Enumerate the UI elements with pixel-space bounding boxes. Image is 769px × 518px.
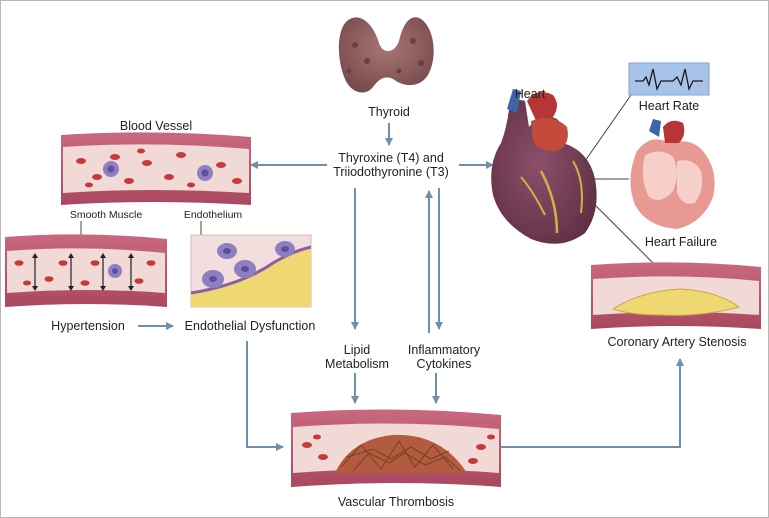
heart-illustration xyxy=(491,89,597,244)
hypertension-label: Hypertension xyxy=(51,319,125,333)
heart-callout-lines xyxy=(584,94,658,268)
inflammatory-label-line1: Inflammatory xyxy=(407,343,481,357)
hypertension-vessel-illustration xyxy=(5,234,167,307)
thyroid-illustration xyxy=(338,17,434,93)
blood-vessel-label: Blood Vessel xyxy=(119,119,193,133)
endothelial-dysfunction-label: Endothelial Dysfunction xyxy=(184,319,316,333)
coronary-stenosis-vessel-illustration xyxy=(591,262,761,329)
blood-vessel-illustration xyxy=(61,132,251,205)
hormones-label-line1: Thyroxine (T4) and xyxy=(338,151,444,165)
hormones-label-line2: Triiodothyronine (T3) xyxy=(333,165,449,179)
thrombosis-vessel-illustration xyxy=(291,409,501,487)
arrow-dysfunction-to-thrombosis xyxy=(246,341,284,451)
arrow-thrombosis-to-stenosis xyxy=(501,358,684,448)
smooth-muscle-label: Smooth Muscle xyxy=(69,209,143,221)
heart-failure-label: Heart Failure xyxy=(644,235,718,249)
lipid-metabolism-label: Lipid Metabolism xyxy=(323,343,391,371)
heart-failure-illustration xyxy=(630,119,715,229)
thyroid-label: Thyroid xyxy=(368,105,410,119)
endothelium-label: Endothelium xyxy=(183,209,243,221)
lipid-label-line2: Metabolism xyxy=(325,357,389,371)
flow-arrows xyxy=(138,123,684,451)
vascular-thrombosis-label: Vascular Thrombosis xyxy=(337,495,455,509)
coronary-stenosis-label: Coronary Artery Stenosis xyxy=(607,335,747,349)
heart-rate-label: Heart Rate xyxy=(638,99,700,113)
inflammatory-cytokines-label: Inflammatory Cytokines xyxy=(399,343,489,371)
hormones-label: Thyroxine (T4) and Triiodothyronine (T3) xyxy=(319,151,463,179)
heart-rate-ecg xyxy=(628,62,710,96)
inflammatory-label-line2: Cytokines xyxy=(416,357,472,371)
endothelium-closeup-illustration xyxy=(190,234,312,308)
heart-label: Heart xyxy=(514,87,546,101)
lipid-label-line1: Lipid xyxy=(343,343,371,357)
